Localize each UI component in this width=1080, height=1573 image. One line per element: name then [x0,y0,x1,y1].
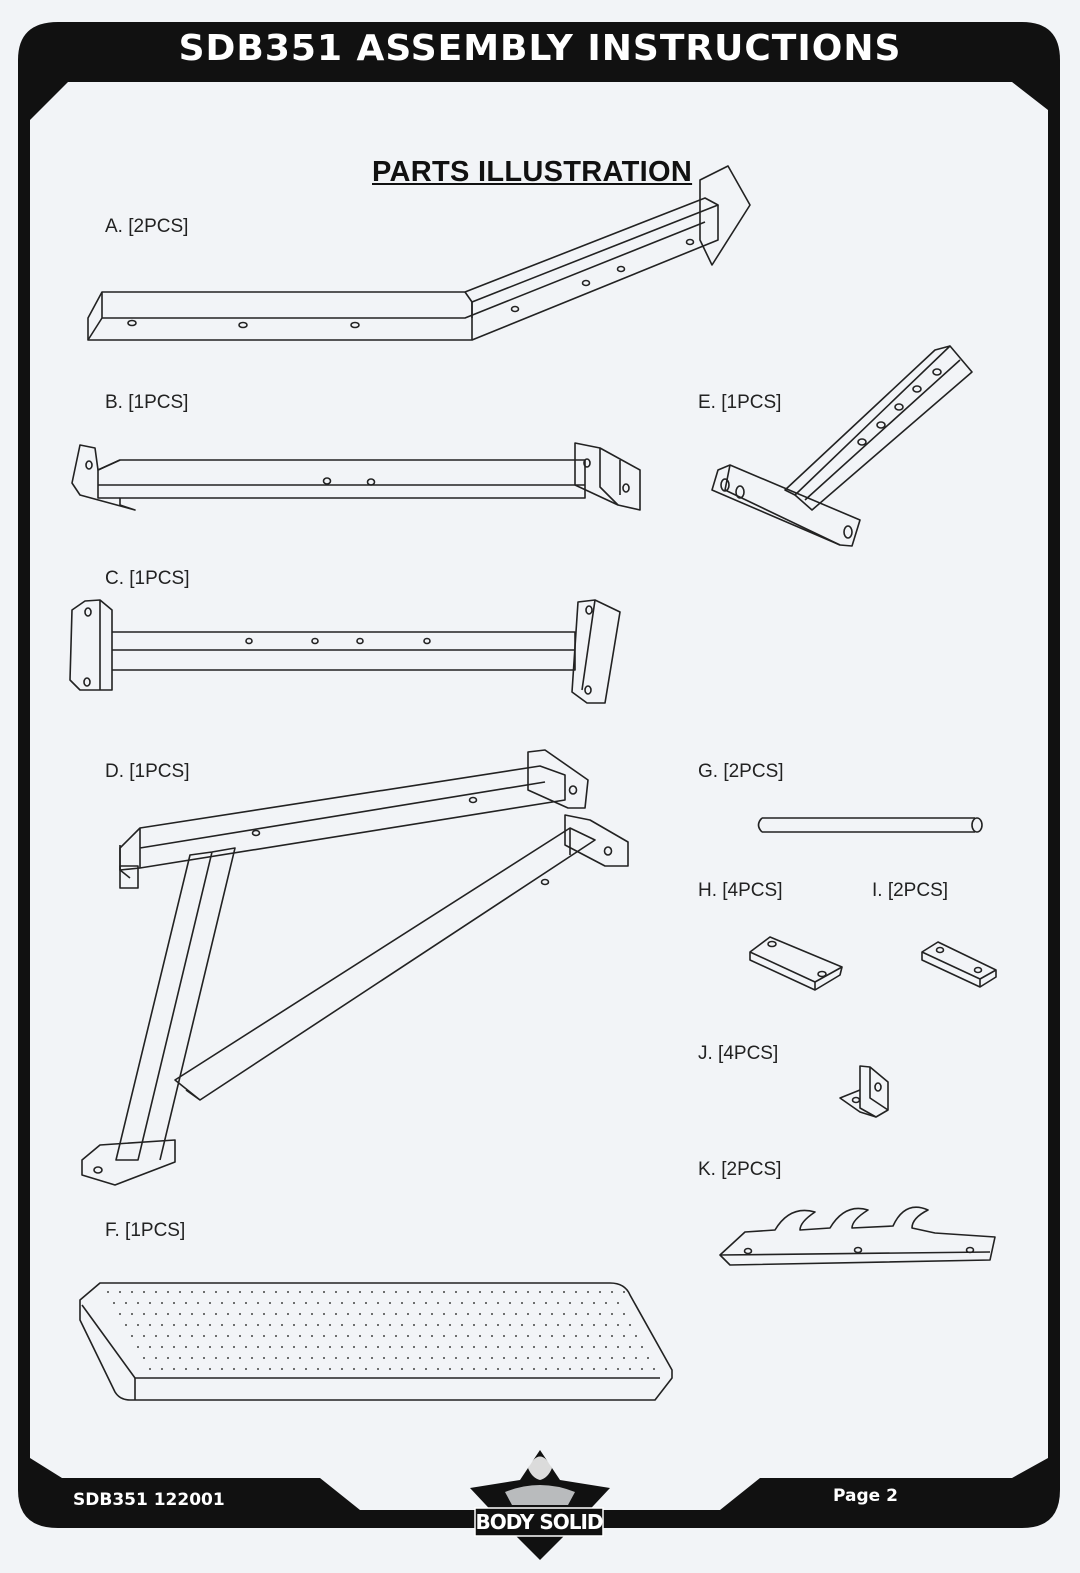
part-b-label: B. [1PCS] [105,392,189,413]
section-title: PARTS ILLUSTRATION [372,156,693,188]
part-a-label: A. [2PCS] [105,216,189,237]
part-i-label: I. [2PCS] [872,880,949,901]
part-h-label: H. [4PCS] [698,880,783,901]
part-c-tube-drawing [69,599,621,704]
part-c-label: C. [1PCS] [105,568,190,589]
document-code: SDB351 122001 [73,1490,225,1510]
part-e-label: E. [1PCS] [698,392,782,413]
page-number: Page 2 [833,1486,898,1506]
part-f-pad-drawing [79,1282,673,1401]
document-title: SDB351 ASSEMBLY INSTRUCTIONS [178,28,902,69]
part-i-plate-drawing [921,941,997,988]
part-d-frame-drawing [81,749,629,1186]
part-b-tube-drawing [71,442,641,511]
part-k-label: K. [2PCS] [698,1159,782,1180]
part-j-bracket-drawing [839,1065,889,1118]
part-g-rod-drawing [757,817,983,833]
part-g-label: G. [2PCS] [698,761,784,782]
part-j-label: J. [4PCS] [698,1043,779,1064]
brand-logo-text: BODY SOLID [475,1510,603,1534]
part-h-plate-drawing [749,936,843,991]
part-d-label: D. [1PCS] [105,761,190,782]
part-a-tube-drawing [87,165,751,341]
part-f-label: F. [1PCS] [105,1220,186,1241]
part-k-rack-drawing [719,1206,996,1266]
part-e-bracket-drawing [711,345,973,547]
